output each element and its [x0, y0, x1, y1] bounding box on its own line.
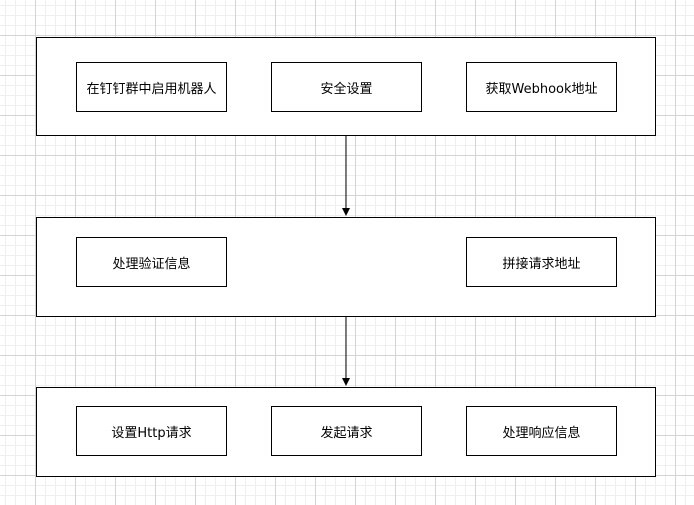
node-build-request-url: 拼接请求地址	[466, 237, 617, 287]
node-get-webhook: 获取Webhook地址	[466, 62, 617, 112]
node-security-settings: 安全设置	[271, 62, 422, 112]
node-enable-robot: 在钉钉群中启用机器人	[76, 62, 227, 112]
node-send-request: 发起请求	[271, 406, 422, 456]
node-handle-response: 处理响应信息	[466, 406, 617, 456]
node-handle-verification: 处理验证信息	[76, 237, 227, 287]
node-set-http-request: 设置Http请求	[76, 406, 227, 456]
